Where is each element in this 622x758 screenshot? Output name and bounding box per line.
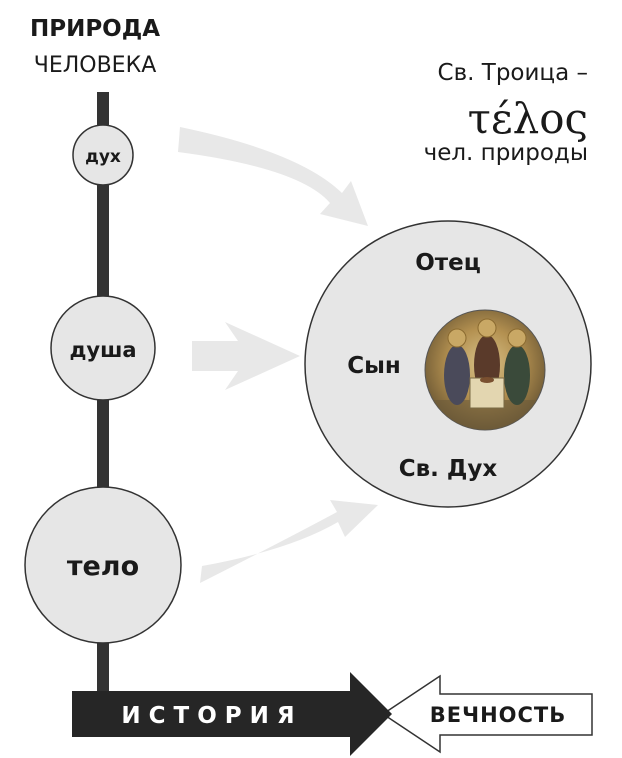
telos-greek-word: τέλος [468,94,588,143]
label-father: Отец [415,250,481,276]
heading-nature: ПРИРОДА [30,16,160,42]
history-arrow [72,672,392,756]
label-soul: душа [69,338,136,362]
label-son: Сын [347,353,401,379]
telos-nature-label: чел. природы [424,140,588,166]
circle-spirit [72,124,134,186]
arrow-body-to-trinity [200,500,378,583]
eternity-arrow [381,674,593,754]
arrow-spirit-to-trinity [178,127,368,226]
label-holy-spirit: Св. Дух [399,456,498,482]
heading-human: ЧЕЛОВЕКА [34,53,157,78]
label-eternity: ВЕЧНОСТЬ [430,703,567,727]
arrow-soul-to-trinity [192,322,300,390]
label-body: тело [67,551,139,582]
circle-body [24,486,182,644]
circle-soul [50,295,156,401]
label-history: ИСТОРИЯ [121,703,302,729]
label-spirit: дух [85,147,121,167]
telos-trinity-label: Св. Троица – [438,60,588,86]
